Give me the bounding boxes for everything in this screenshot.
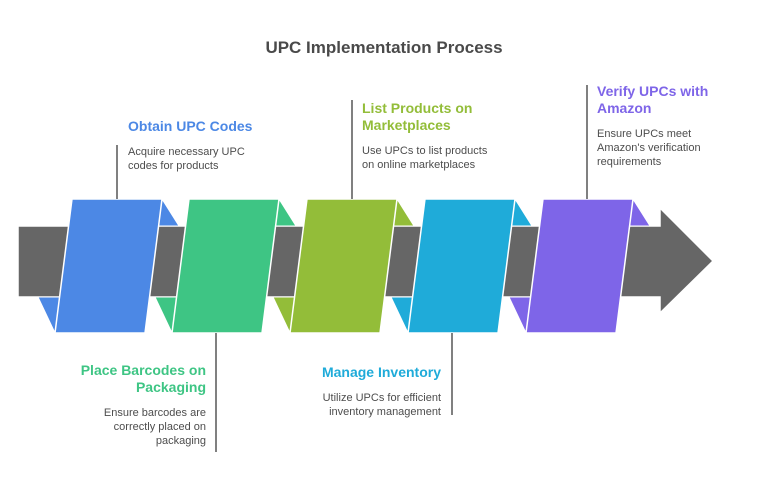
step-3-description: Use UPCs to list products on online mark… (362, 145, 488, 171)
step-2-description: Ensure barcodes are correctly placed on … (103, 407, 206, 447)
step-3-title: List Products on Marketplaces (362, 100, 473, 133)
step-5-title: Verify UPCs with Amazon (597, 83, 709, 116)
step-3-text: List Products on Marketplaces Use UPCs t… (362, 100, 532, 172)
step-4-title: Manage Inventory (321, 364, 441, 380)
step-4-panel (407, 198, 516, 334)
step-4-text: Manage Inventory Utilize UPCs for effici… (271, 364, 441, 419)
step-2-text: Place Barcodes on Packaging Ensure barco… (36, 362, 206, 448)
step-3-panel (289, 198, 398, 334)
step-2-title: Place Barcodes on Packaging (80, 362, 206, 395)
step-5-description: Ensure UPCs meet Amazon's verification r… (597, 128, 701, 168)
step-4-description: Utilize UPCs for efficient inventory man… (322, 392, 441, 418)
step-1-panel (54, 198, 163, 334)
step-5-panel (525, 198, 634, 334)
step-5-text: Verify UPCs with Amazon Ensure UPCs meet… (597, 83, 767, 169)
diagram-title: UPC Implementation Process (265, 38, 503, 57)
step-1-description: Acquire necessary UPC codes for products (128, 146, 245, 172)
step-2-panel (171, 198, 280, 334)
step-1-text: Obtain UPC Codes Acquire necessary UPC c… (128, 118, 298, 173)
step-1-title: Obtain UPC Codes (128, 118, 253, 134)
